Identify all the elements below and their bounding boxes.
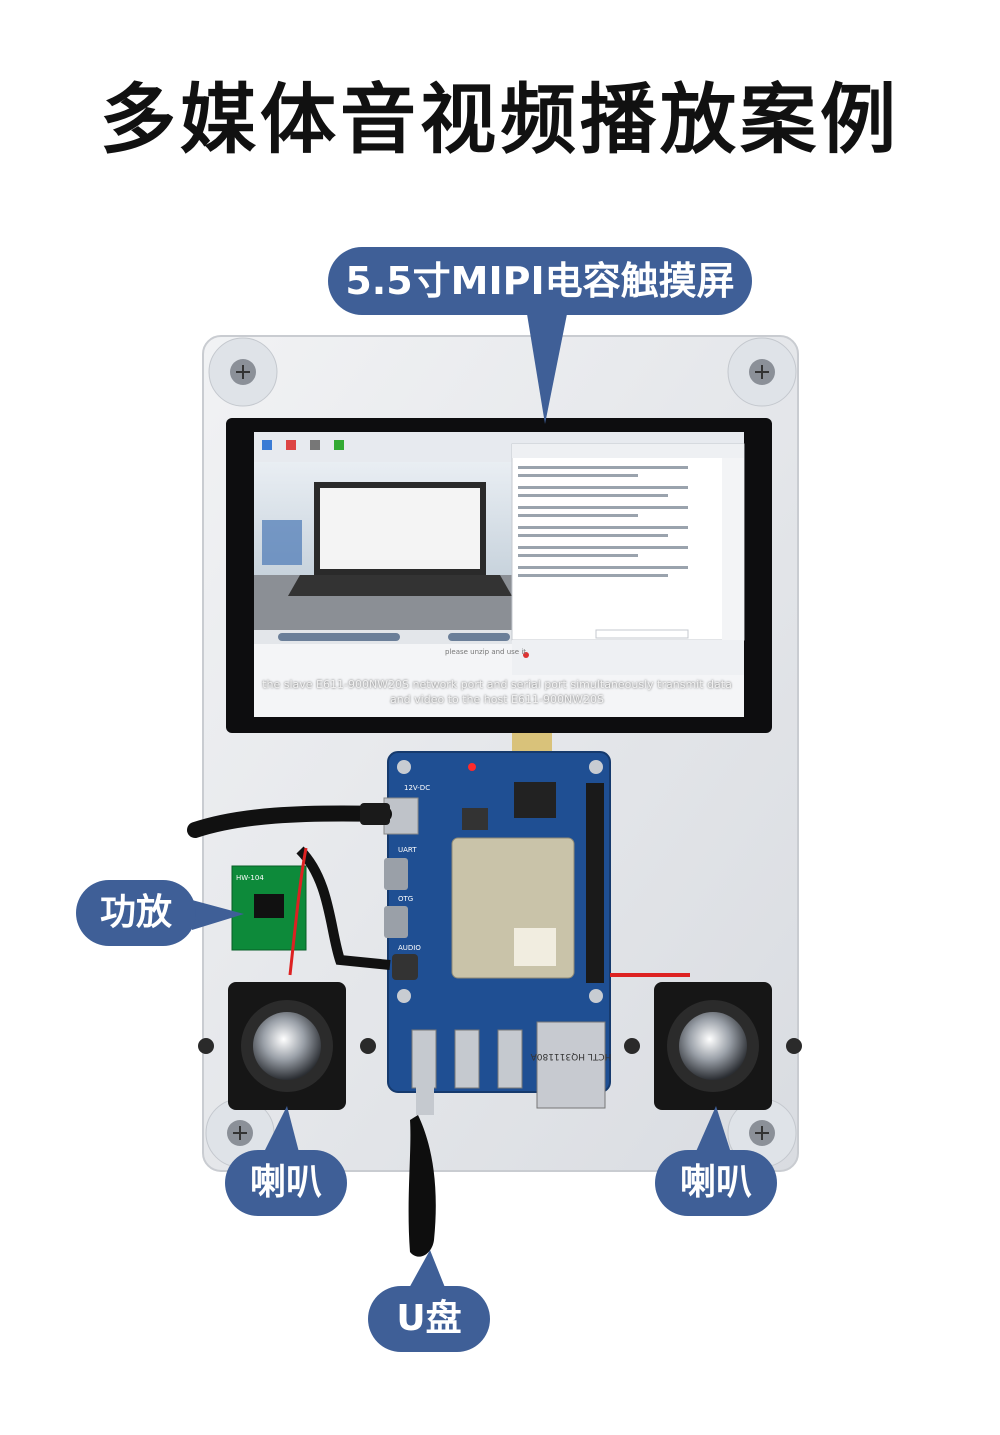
tail-amp [192,900,244,930]
callout-udisk: U盘 [368,1286,490,1352]
otg-label: OTG [398,895,413,903]
fpc-ribbon [512,733,552,753]
mount-top-left [208,337,278,407]
audio-label: AUDIO [398,944,421,952]
mount-top-right [727,337,797,407]
callout-speaker-left: 喇叭 [225,1150,347,1216]
ethernet-label: HCTL HQ311180A [530,1051,612,1061]
tail-screen [527,314,567,424]
main-board: HCTL HQ311180A 12V-DC UART OTG AUDIO [383,751,612,1109]
speaker-right [624,982,802,1110]
power-label: 12V-DC [404,784,430,792]
callout-speaker-right: 喇叭 [655,1150,777,1216]
callout-screen: 5.5寸MIPI电容触摸屏 [328,247,752,315]
speaker-left [198,982,376,1110]
tail-udisk [408,1250,446,1290]
tail-speaker-left [262,1106,300,1156]
callout-amp: 功放 [76,880,196,946]
uart-label: UART [398,846,417,854]
audio-cable [296,846,391,970]
power-cable [187,805,392,838]
amp-chip-label: HW-104 [236,874,264,882]
page-title: 多媒体音视频播放案例 [100,75,900,164]
tail-speaker-right [694,1106,732,1156]
lcd-screen [226,418,772,733]
usb-drive [408,1085,436,1257]
video-subtitle: the slave E611-900NW20S network port and… [262,678,732,706]
screen-hint: please unzip and use it [445,648,527,656]
